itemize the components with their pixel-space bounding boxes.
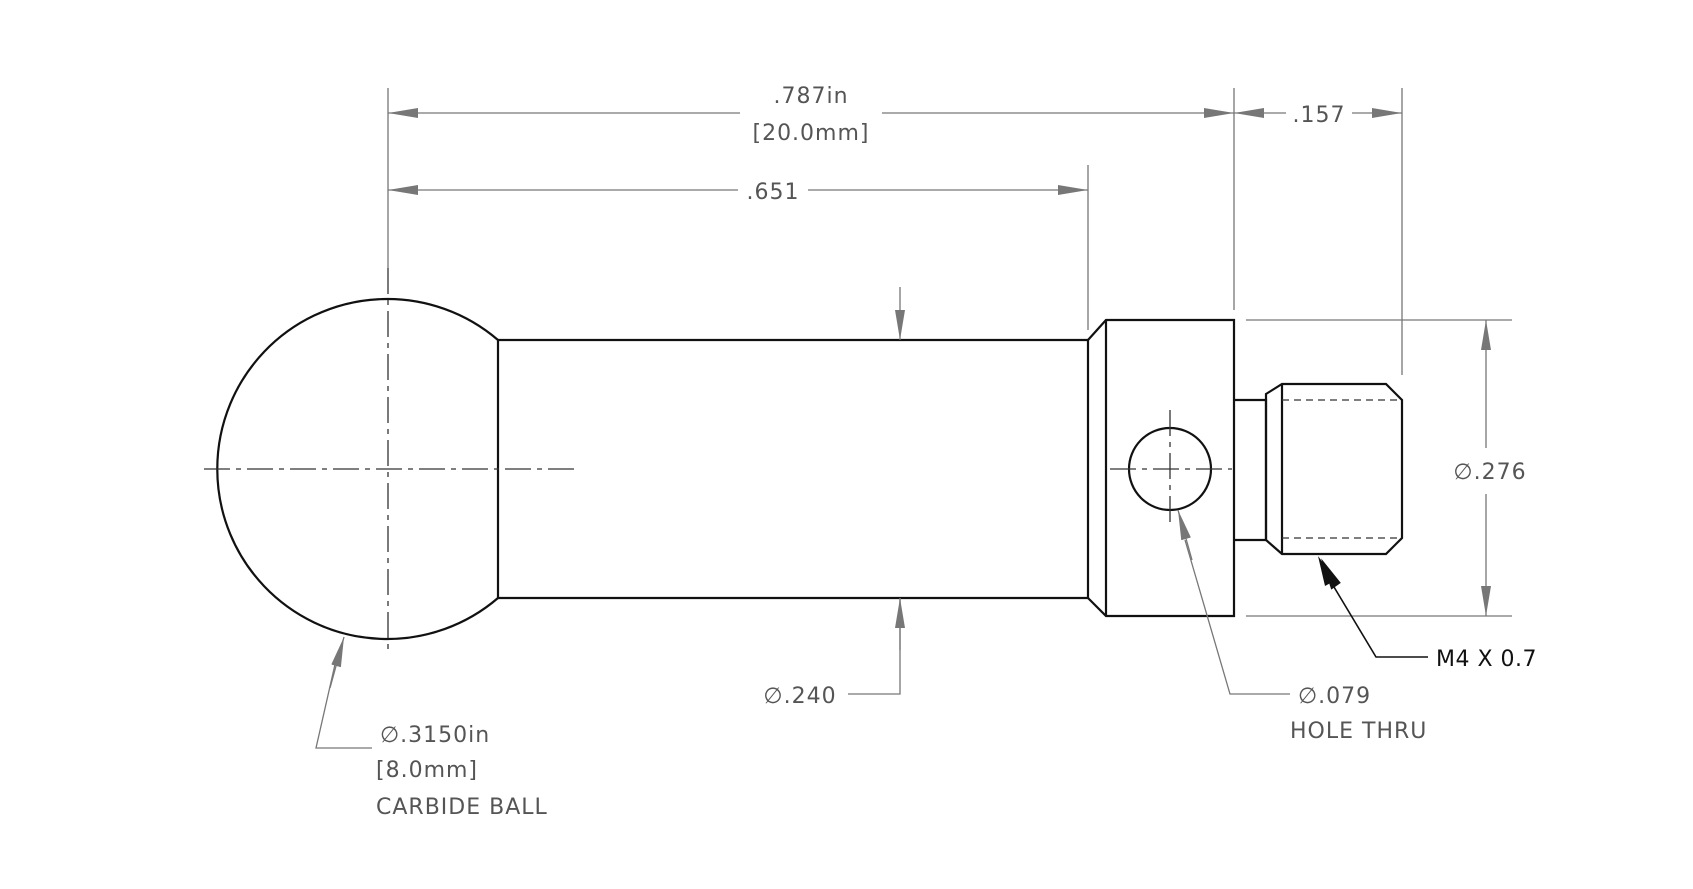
thread-neck — [1234, 398, 1268, 542]
dim-overall-length-in-label: .787in — [773, 84, 848, 109]
center-lines — [204, 268, 1232, 655]
dim-thread-length-label: .157 — [1293, 103, 1346, 128]
dim-overall-length-mm-label: [20.0mm] — [752, 121, 869, 146]
leader-ball: ∅.3150in [8.0mm] CARBIDE BALL — [315, 636, 548, 820]
dim-shank-diameter: ∅.240 — [763, 287, 905, 709]
dim-shank-length: .651 — [388, 180, 1088, 205]
thread-spec-label: M4 X 0.7 — [1436, 647, 1537, 672]
leader-thread: M4 X 0.7 — [1318, 556, 1537, 672]
threaded-section — [1264, 382, 1404, 556]
ball-note-label: CARBIDE BALL — [376, 795, 548, 820]
leader-hole: ∅.079 HOLE THRU — [1177, 509, 1427, 744]
dim-shank-diameter-label: ∅.240 — [763, 684, 836, 709]
dim-shank-length-label: .651 — [747, 180, 800, 205]
extension-lines — [387, 88, 1512, 617]
ball-diameter-in-label: ∅.3150in — [380, 723, 490, 748]
hole-diameter-label: ∅.079 — [1298, 684, 1371, 709]
dim-thread-length: .157 — [1234, 103, 1402, 128]
ball-diameter-mm-label: [8.0mm] — [376, 758, 478, 783]
dim-collar-diameter-label: ∅.276 — [1453, 460, 1526, 485]
thread-leader-arrowhead — [1318, 556, 1336, 586]
collar — [1087, 318, 1236, 618]
dim-collar-diameter: ∅.276 — [1453, 320, 1526, 616]
hole-note-label: HOLE THRU — [1290, 719, 1427, 744]
dim-overall-length: .787in [20.0mm] — [388, 84, 1234, 146]
